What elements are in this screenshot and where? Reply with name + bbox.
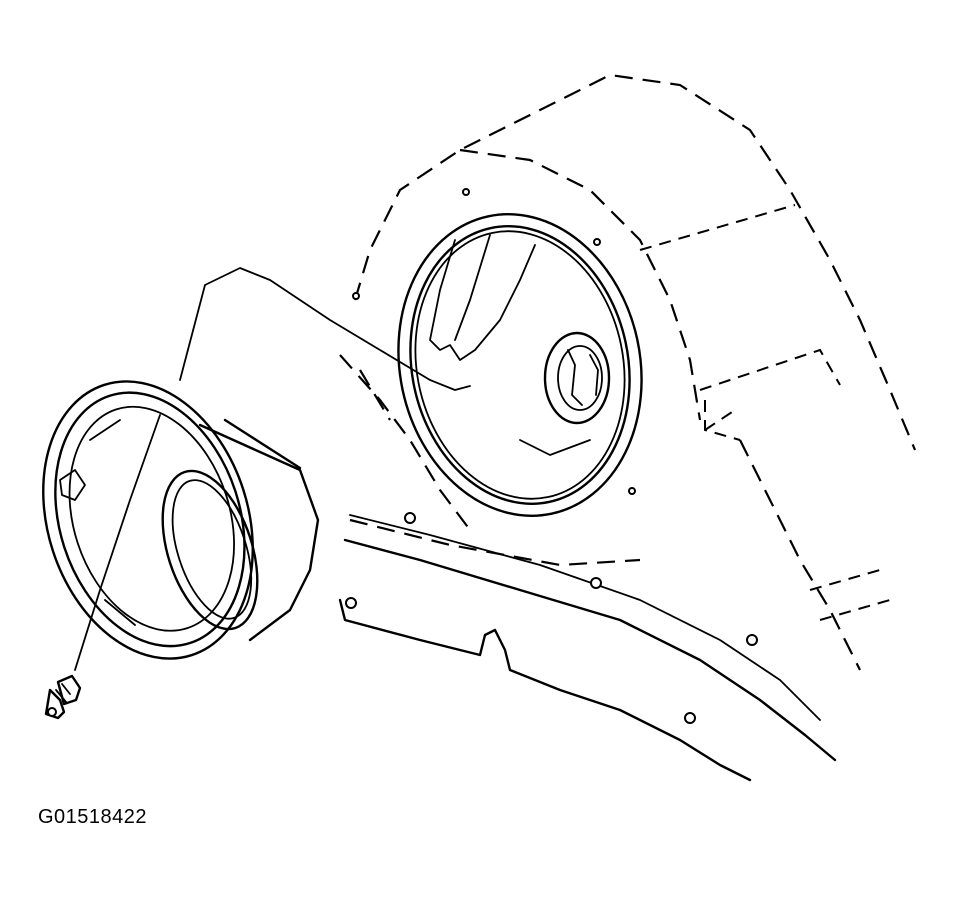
- housing-opening-ring: [397, 213, 643, 517]
- lamp-housing-component: [42, 380, 320, 660]
- mounting-hole: [352, 292, 360, 300]
- housing-outline-dashed: [339, 73, 917, 671]
- bulb-socket-component: [44, 674, 82, 720]
- mounting-hole: [628, 487, 636, 495]
- mounting-hole: [746, 634, 758, 646]
- bulb-leader-line: [74, 414, 161, 671]
- mounting-hole: [590, 577, 602, 589]
- mounting-hole: [593, 238, 601, 246]
- callout-leader-line: [179, 267, 471, 391]
- opening-interior: [429, 234, 611, 456]
- socket-fitting: [543, 331, 611, 425]
- mounting-hole: [684, 712, 696, 724]
- mounting-hole: [345, 597, 357, 609]
- figure-id-label: G01518422: [38, 806, 148, 828]
- panel-structure: [338, 188, 837, 782]
- mounting-hole: [462, 188, 470, 196]
- mounting-hole: [404, 512, 416, 524]
